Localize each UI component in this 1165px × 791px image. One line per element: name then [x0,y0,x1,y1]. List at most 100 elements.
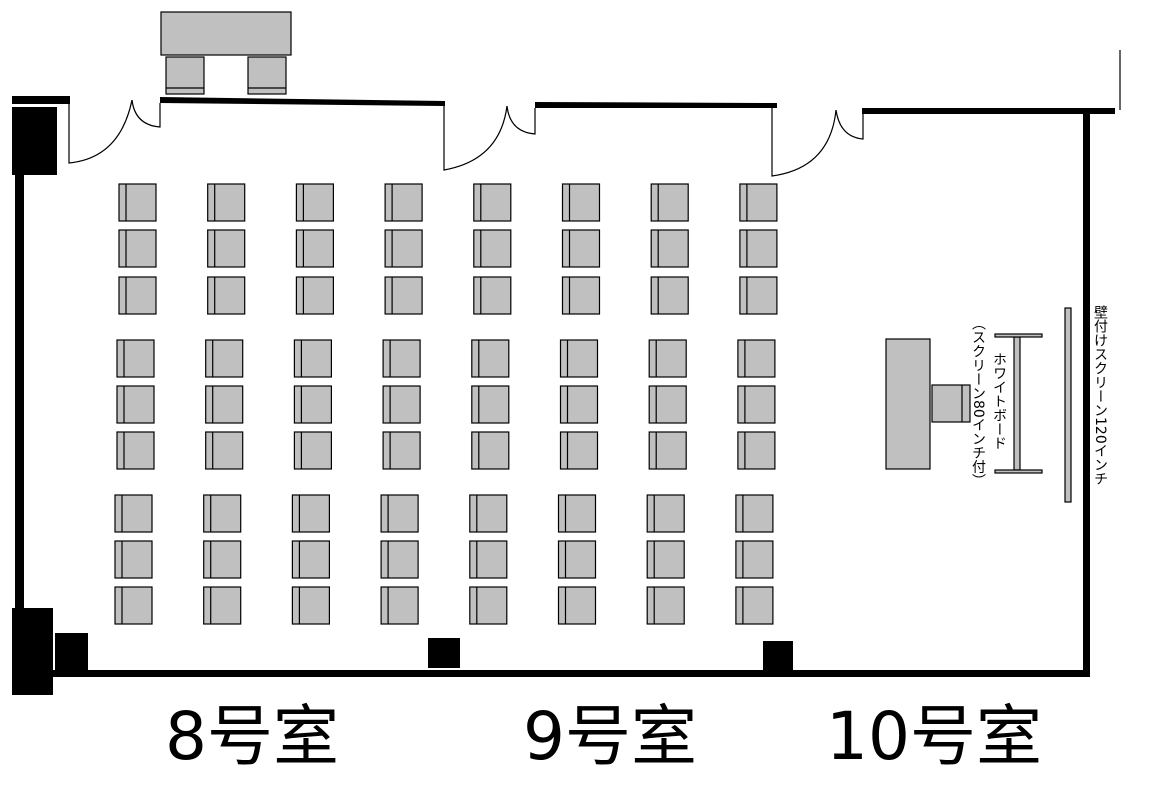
seat [384,229,423,268]
whiteboard-cap [994,333,1043,338]
seat [557,494,597,533]
seat [114,494,153,533]
seat [646,540,685,579]
seat [471,385,510,424]
seat [561,183,601,222]
audience-seating [114,183,778,625]
seat [295,183,334,222]
seat [561,229,601,268]
wall-top [862,108,1115,114]
seat [205,431,244,470]
desk [160,11,292,56]
pillar [428,638,460,668]
seat [648,431,687,470]
seat [118,229,157,268]
seat [293,431,332,470]
whiteboard [1013,336,1021,471]
whiteboard-note: （スクリーン80インチ付） [970,316,986,488]
wall-bottom [52,670,1090,677]
seat [650,183,689,222]
seat [384,276,423,315]
seat [737,431,776,470]
seat [203,540,242,579]
doors [68,50,1121,177]
seat [739,183,778,222]
seat [380,586,419,625]
seat [473,229,512,268]
seat [291,540,330,579]
seat [471,431,510,470]
seat [118,183,157,222]
seat [207,183,246,222]
wall-screen-label: 壁付けスクリーン120インチ [1092,305,1108,486]
seat [116,339,155,378]
seat [735,586,774,625]
seat [735,540,774,579]
wall-right [1083,110,1090,677]
seat [293,339,332,378]
wall-screen [1064,307,1072,503]
pillar [12,107,57,175]
seat [203,586,242,625]
seat [380,540,419,579]
seat [648,339,687,378]
seat [650,229,689,268]
door-swing [771,108,837,177]
door-swing [131,99,161,128]
seat [739,229,778,268]
seat [559,385,599,424]
seat [650,276,689,315]
seat [116,431,155,470]
seat [382,385,421,424]
room-label-8: 8号室 [165,698,339,775]
room-label-10: 10号室 [826,698,1042,775]
lectern-desk [885,338,931,470]
seat [295,276,334,315]
podium-area [885,307,1072,503]
seat [473,276,512,315]
wall-top [160,97,445,106]
seat [291,494,330,533]
seat [205,385,244,424]
seat [557,586,597,625]
whiteboard-cap [994,469,1043,474]
seat [116,385,155,424]
seat [737,385,776,424]
seat [295,229,334,268]
seat [291,586,330,625]
seat [205,339,244,378]
seat [207,276,246,315]
seat [735,494,774,533]
reception [160,11,292,95]
door-swing [835,109,864,140]
seat [384,183,423,222]
door-swing [443,104,508,171]
seat [557,540,597,579]
pillar [55,633,88,670]
seat [646,494,685,533]
pillar [763,641,793,672]
wall-left [15,175,24,610]
seat [739,276,778,315]
seat [118,276,157,315]
whiteboard-label: ホワイトボード [991,352,1007,450]
seat [469,494,508,533]
seat [737,339,776,378]
seat [382,431,421,470]
seat [646,586,685,625]
seat [561,276,601,315]
room-label-9: 9号室 [523,698,697,775]
seat [114,586,153,625]
seat [207,229,246,268]
lecturer-chair [931,384,971,423]
door-swing [506,105,536,135]
seat [203,494,242,533]
walls [12,96,1115,695]
seat [293,385,332,424]
seat [473,183,512,222]
door-swing [68,99,133,164]
seat [648,385,687,424]
seat [382,339,421,378]
wall-top [535,102,777,108]
